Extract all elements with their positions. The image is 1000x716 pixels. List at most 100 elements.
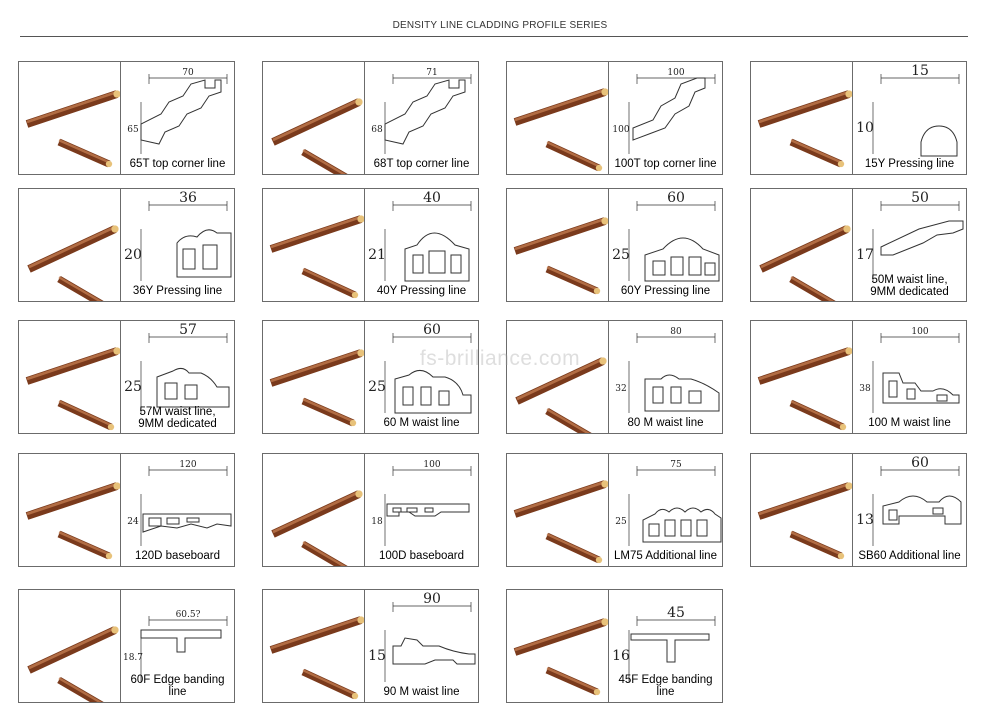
width-dimension: 80 (670, 327, 682, 337)
moulding-strip-cross (789, 138, 845, 168)
product-name: LM75 Additional line (614, 550, 717, 562)
moulding-strip-long (757, 347, 852, 385)
moulding-strip-cross (57, 676, 104, 702)
width-dimension: 75 (670, 460, 682, 470)
profile-outline (386, 503, 470, 517)
product-photo (751, 62, 853, 174)
profile-outline (644, 374, 720, 412)
product-name: 60F Edge banding line (130, 674, 225, 698)
height-dimension: 18 (371, 517, 383, 527)
product-photo (507, 454, 609, 566)
height-dimension: 25 (124, 379, 142, 395)
product-name: 100T top corner line (614, 158, 717, 170)
profile-outline (392, 637, 476, 665)
product-card: 100 100 100T top corner line (506, 61, 723, 175)
moulding-strip-cross (545, 532, 603, 564)
width-dimension: 70 (182, 68, 194, 78)
moulding-strip-cross (789, 530, 845, 560)
product-photo (19, 62, 121, 174)
product-photo (19, 590, 121, 702)
height-dimension: 68 (371, 125, 383, 135)
product-card: 70 65 65T top corner line (18, 61, 235, 175)
width-dimension: 100 (667, 68, 684, 78)
product-photo (263, 321, 365, 433)
width-dimension: 45 (667, 605, 685, 621)
height-dimension: 32 (615, 384, 626, 394)
product-photo (263, 62, 365, 174)
product-photo (507, 321, 609, 433)
product-photo (751, 321, 853, 433)
width-dimension: 40 (423, 190, 441, 206)
profile-outline (644, 237, 720, 282)
moulding-strip-long (269, 349, 364, 387)
width-dimension: 36 (179, 190, 197, 206)
product-photo (507, 62, 609, 174)
profile-outline (630, 633, 710, 663)
profile-outline (140, 79, 222, 145)
moulding-strip-long (757, 90, 852, 128)
width-dimension: 60 (667, 190, 685, 206)
product-photo (751, 189, 853, 301)
product-name: 50M waist line, 9MM dedicated (870, 274, 949, 298)
moulding-strip-long (513, 618, 608, 656)
moulding-strip-long (513, 217, 608, 255)
moulding-strip-cross (545, 666, 601, 696)
width-dimension: 71 (426, 68, 437, 78)
height-dimension: 18.7 (123, 653, 143, 663)
height-dimension: 65 (127, 125, 139, 135)
profile-outline (384, 79, 466, 145)
product-photo (19, 189, 121, 301)
product-photo (263, 590, 365, 702)
profile-drawing: 71 68 (365, 62, 478, 174)
product-name: 100 M waist line (868, 417, 951, 429)
profile-outline (176, 229, 232, 278)
height-dimension: 10 (856, 120, 874, 136)
product-name: 15Y Pressing line (864, 158, 955, 170)
product-photo (263, 454, 365, 566)
product-name: 60 M waist line (383, 417, 460, 429)
profile-drawing: 100 100 (609, 62, 722, 174)
moulding-strip-cross (545, 265, 601, 295)
moulding-strip-cross (57, 275, 104, 301)
profile-drawing: 80 32 (609, 321, 722, 433)
width-dimension: 57 (179, 322, 197, 338)
moulding-strip-cross (789, 275, 836, 301)
moulding-strip-cross (57, 399, 115, 431)
height-dimension: 100 (612, 125, 629, 135)
product-name: 100D baseboard (378, 550, 465, 562)
product-name: 65T top corner line (129, 158, 226, 170)
moulding-strip-cross (301, 397, 357, 427)
profile-outline (140, 629, 222, 653)
moulding-strip-cross (301, 267, 359, 299)
moulding-strip-cross (301, 540, 348, 566)
moulding-strip-long (27, 626, 119, 674)
profile-drawing: 36 20 (121, 189, 234, 301)
width-dimension: 60 (423, 322, 441, 338)
moulding-strip-long (25, 90, 120, 128)
moulding-strip-cross (57, 530, 113, 560)
width-dimension: 50 (911, 190, 929, 206)
profile-outline (920, 125, 958, 157)
height-dimension: 20 (124, 247, 142, 263)
moulding-strip-long (271, 98, 363, 146)
product-name: 90 M waist line (383, 686, 460, 698)
